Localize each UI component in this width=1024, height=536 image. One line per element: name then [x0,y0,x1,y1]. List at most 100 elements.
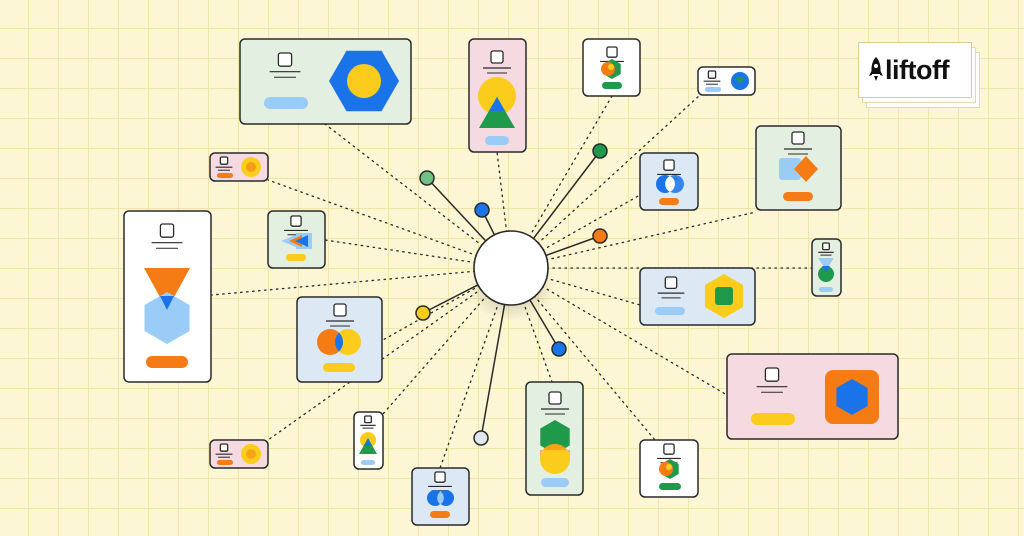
pill-label [217,173,233,178]
triangle-icon [818,258,834,270]
hexagon-icon [144,292,190,344]
connector-line [211,267,512,296]
venn-icon [334,332,344,352]
node-blue-lower [551,341,567,357]
placeholder-square-icon [663,443,675,455]
pill-label [705,87,721,92]
connector-line [510,267,553,383]
placeholder-square-icon [707,70,717,79]
card-green-tall [525,381,584,496]
node-green-light [419,170,435,186]
card-narrow-bottom [353,411,384,470]
pill-label [286,254,306,261]
connector-line [510,211,757,269]
node-orange [592,228,608,244]
node-blue [474,202,490,218]
venn-icon [317,329,343,355]
node-green [592,143,608,159]
card-mini-left [209,152,269,182]
card-tall-left [123,210,212,383]
circle-icon [608,64,614,70]
venn-icon [335,329,361,355]
card-mini-bottom-left [209,439,269,469]
pill-label [264,97,308,109]
card-bottom-small [411,467,470,526]
placeholder-square-icon [664,276,678,290]
diamond-icon [794,156,818,182]
arrows-icon [295,235,308,247]
card-square-right [755,125,842,211]
pill-label [659,198,679,205]
card-narrow-right [811,238,842,297]
placeholder-square-icon [219,443,229,452]
placeholder-square-icon [606,46,618,58]
pill-label [783,192,813,201]
placeholder-square-icon [277,52,293,67]
pill-label [819,287,833,292]
placeholder-square-icon [663,159,675,171]
circle-icon [347,64,381,98]
card-pink-wide [726,353,899,440]
pill-label [361,460,375,465]
node-yellow [415,305,431,321]
circle-icon [246,162,256,172]
node-grey [473,430,489,446]
brand-logo: liftoff [858,42,984,108]
triangle-icon [822,266,830,272]
triangle-icon [144,268,190,310]
placeholder-square-icon [490,50,504,64]
pill-label [217,460,233,465]
circle-icon [666,464,672,470]
hexagon-icon [540,420,570,454]
pill-label [602,82,622,89]
placeholder-square-icon [791,131,805,145]
placeholder-square-icon [364,415,372,424]
card-tiny-top-right [697,66,756,96]
pill-label [146,356,188,368]
placeholder-square-icon [548,391,562,405]
triangle-icon [735,77,745,84]
circle-icon [246,449,256,459]
circle-icon [540,444,570,459]
connector-line [267,179,512,269]
card-arrows [267,210,326,269]
pill-label [541,478,569,487]
placeholder-square-icon [764,367,780,382]
triangle-icon [489,97,505,111]
connector-line [381,267,512,416]
triangle-icon [364,438,372,446]
pill-label [430,511,450,518]
circle-icon [478,77,516,115]
placeholder-square-icon [290,215,302,227]
arrows-icon [281,235,296,247]
square-icon [715,287,733,305]
connector-line [510,267,641,306]
triangle-icon [479,97,515,128]
placeholder-square-icon [822,242,830,251]
circle-icon [540,444,570,474]
placeholder-square-icon [159,223,175,238]
central-hub [473,230,549,306]
card-tall-top [468,38,527,153]
card-wide-top [239,38,412,125]
card-hex-right [639,267,756,326]
venn-icon [665,176,675,192]
square-icon [779,158,801,180]
pill-label [751,413,795,425]
placeholder-square-icon [434,471,446,483]
card-small-top [582,38,641,97]
triangle-icon [160,296,174,310]
hexagon-icon [836,379,868,415]
rocket-icon [869,57,883,81]
placeholder-square-icon [333,303,347,317]
pill-label [659,483,681,490]
card-blue-mid [639,152,699,211]
card-blue-left [296,296,383,383]
venn-icon [437,491,444,505]
brand-wordmark: liftoff [885,55,949,85]
circle-icon [818,266,834,282]
pill-label [485,136,509,145]
pill-label [323,363,355,372]
connector-line [510,94,701,269]
